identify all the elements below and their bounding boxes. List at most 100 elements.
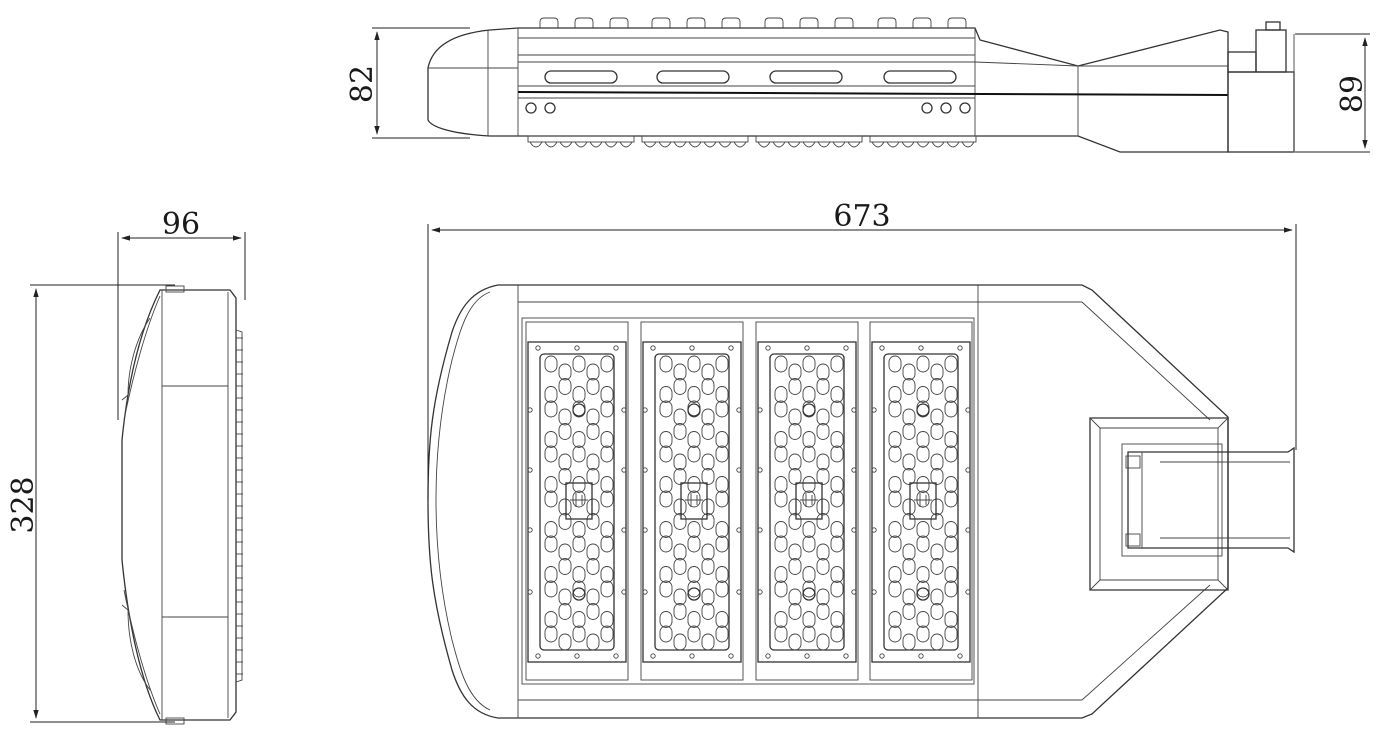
led-lens	[944, 490, 958, 508]
fin-top	[764, 17, 784, 28]
led-lens	[888, 386, 902, 403]
fin-top	[539, 17, 559, 28]
led-lens	[830, 400, 844, 418]
led-lens	[715, 521, 729, 538]
led-lens	[586, 558, 600, 575]
led-lens	[830, 521, 844, 538]
lens-bump	[787, 141, 801, 148]
led-lens	[830, 580, 844, 598]
led-lens	[816, 453, 830, 471]
led-lens	[701, 543, 715, 561]
led-lens	[659, 566, 673, 583]
optic-sensor	[916, 403, 930, 417]
led-lens	[572, 566, 586, 583]
screw-hole	[642, 589, 648, 595]
led-lens	[944, 431, 958, 448]
screw-hole	[527, 527, 533, 533]
screw-hole	[736, 527, 742, 533]
led-lens	[715, 566, 729, 583]
led-lens	[888, 431, 902, 448]
led-lens	[572, 445, 586, 463]
screw-hole	[621, 589, 627, 595]
led-lens	[558, 468, 572, 485]
led-lens	[659, 580, 673, 598]
led-lens	[586, 453, 600, 471]
screw-hole	[965, 407, 971, 413]
led-lens	[673, 588, 687, 606]
led-lens	[701, 453, 715, 471]
lens-bump	[916, 141, 930, 148]
led-lens	[944, 611, 958, 628]
lens-bump	[931, 141, 945, 148]
screw-hole	[642, 467, 648, 473]
led-lens	[830, 535, 844, 553]
module-frame	[525, 321, 629, 681]
led-lens	[715, 535, 729, 553]
fin-top	[834, 17, 854, 28]
led-lens	[902, 363, 916, 381]
screw-hole	[736, 407, 742, 413]
fin-top	[947, 17, 967, 28]
dimension-label-89: 89	[1335, 75, 1370, 113]
led-lens	[774, 611, 788, 628]
led-lens	[802, 566, 816, 583]
led-lens	[774, 431, 788, 448]
lens-bump	[544, 141, 558, 148]
led-lens	[701, 423, 715, 440]
led-lens	[715, 400, 729, 418]
screw-hole	[918, 653, 924, 659]
plate-symbol	[914, 493, 932, 507]
screw-hole	[804, 345, 810, 351]
led-module	[869, 321, 973, 681]
led-lens	[558, 588, 572, 606]
lens-bump	[658, 141, 672, 148]
led-lens	[715, 476, 729, 493]
led-lens	[930, 633, 944, 651]
led-lens	[774, 400, 788, 418]
led-lens	[816, 513, 830, 530]
lens-bump	[688, 141, 702, 148]
led-lens	[944, 445, 958, 463]
led-lens	[788, 363, 802, 381]
led-lens	[944, 400, 958, 418]
led-lens	[830, 431, 844, 448]
led-lens	[687, 580, 701, 598]
led-lens	[944, 580, 958, 598]
led-lens	[830, 490, 844, 508]
led-lens	[586, 633, 600, 651]
led-lens	[888, 580, 902, 598]
led-lens	[558, 408, 572, 426]
led-lens	[916, 386, 930, 403]
led-lens	[802, 521, 816, 538]
screw-hole	[871, 407, 877, 413]
label-plate	[795, 482, 823, 520]
fin-top	[721, 17, 741, 28]
led-lens	[788, 603, 802, 620]
led-lens	[902, 453, 916, 471]
screw-hole	[965, 527, 971, 533]
screw-hole	[871, 527, 877, 533]
led-lens	[544, 476, 558, 493]
led-lens	[586, 408, 600, 426]
fin-top	[651, 17, 671, 28]
led-lens	[802, 535, 816, 553]
screw-hole	[965, 467, 971, 473]
lens-panel	[654, 353, 730, 651]
fin-top	[574, 17, 594, 28]
led-lens	[788, 558, 802, 575]
fin-top	[609, 17, 629, 28]
led-lens	[673, 423, 687, 440]
lens-bump	[604, 141, 618, 148]
led-lens	[558, 423, 572, 440]
side-heatsink-fins	[518, 17, 975, 39]
led-lens	[586, 378, 600, 395]
led-lens	[687, 611, 701, 628]
plate-symbol	[570, 493, 588, 507]
module-frame	[755, 321, 859, 681]
led-lens	[544, 445, 558, 463]
led-lens	[558, 513, 572, 530]
led-lens	[774, 535, 788, 553]
led-lens	[788, 453, 802, 471]
led-lens	[902, 603, 916, 620]
